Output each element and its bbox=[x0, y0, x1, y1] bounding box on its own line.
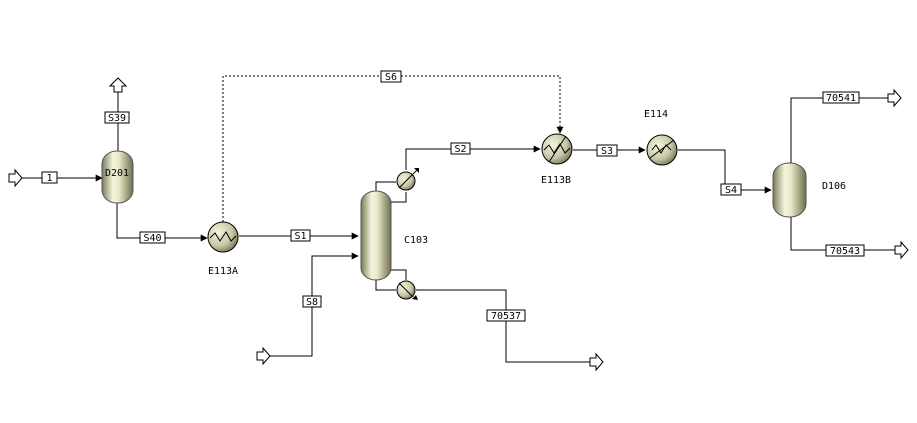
stream-70537[interactable]: 70537 bbox=[416, 289, 604, 372]
product-port-arrow-icon[interactable] bbox=[108, 77, 128, 93]
product-port-arrow-icon[interactable] bbox=[894, 240, 909, 260]
unit-label-E113B: E113B bbox=[541, 175, 571, 186]
unit-label-C103: C103 bbox=[404, 235, 428, 246]
stream-1[interactable]: 1 bbox=[8, 168, 103, 188]
unit-E114[interactable]: E114 bbox=[644, 109, 678, 166]
stream-label-S6: S6 bbox=[385, 72, 397, 83]
stream-S39[interactable]: S39 bbox=[104, 77, 130, 153]
product-port-arrow-icon[interactable] bbox=[887, 88, 902, 108]
unit-D106[interactable]: D106 bbox=[772, 162, 846, 218]
stream-S8[interactable]: S8 bbox=[256, 252, 359, 366]
unit-label-D201: D201 bbox=[105, 168, 129, 179]
stream-label-S2: S2 bbox=[454, 144, 466, 155]
flash-drum-icon bbox=[101, 150, 134, 204]
heater-icon bbox=[646, 134, 678, 166]
stream-label-S1: S1 bbox=[294, 231, 306, 242]
stream-label-70537: 70537 bbox=[491, 311, 521, 322]
stream-70543[interactable]: 70543 bbox=[790, 216, 909, 260]
feed-port-arrow-icon[interactable] bbox=[8, 168, 23, 188]
stream-S3[interactable]: S3 bbox=[573, 144, 646, 157]
unit-label-E113A: E113A bbox=[208, 266, 238, 277]
stream-S6[interactable]: S6 bbox=[222, 70, 564, 222]
stream-S40[interactable]: S40 bbox=[116, 202, 208, 244]
stream-70541[interactable]: 70541 bbox=[790, 88, 902, 165]
stream-label-70543: 70543 bbox=[830, 246, 860, 257]
unit-label-E114: E114 bbox=[644, 109, 668, 120]
stream-label-S8: S8 bbox=[306, 297, 318, 308]
distillation-column-icon bbox=[360, 190, 392, 281]
unit-E113A[interactable]: E113A bbox=[207, 221, 239, 277]
flash-drum-icon bbox=[772, 162, 807, 218]
stream-label-box bbox=[41, 171, 58, 184]
stream-label-S3: S3 bbox=[601, 146, 613, 157]
unit-D201[interactable]: D201 bbox=[101, 150, 134, 204]
stream-S1[interactable]: S1 bbox=[239, 229, 359, 242]
stream-label-S4: S4 bbox=[725, 185, 737, 196]
unit-C103[interactable]: C103 bbox=[360, 168, 428, 300]
feed-port-arrow-icon[interactable] bbox=[256, 346, 271, 366]
stream-label-1: 1 bbox=[46, 173, 52, 184]
stream-label-S39: S39 bbox=[108, 113, 126, 124]
stream-label-S40: S40 bbox=[143, 233, 161, 244]
stream-S4[interactable]: S4 bbox=[678, 149, 772, 196]
unit-label-D106: D106 bbox=[822, 181, 846, 192]
unit-E113B[interactable]: E113B bbox=[541, 133, 573, 186]
product-port-arrow-icon[interactable] bbox=[589, 352, 604, 372]
stream-label-70541: 70541 bbox=[826, 93, 856, 104]
stream-S2[interactable]: S2 bbox=[405, 142, 541, 170]
